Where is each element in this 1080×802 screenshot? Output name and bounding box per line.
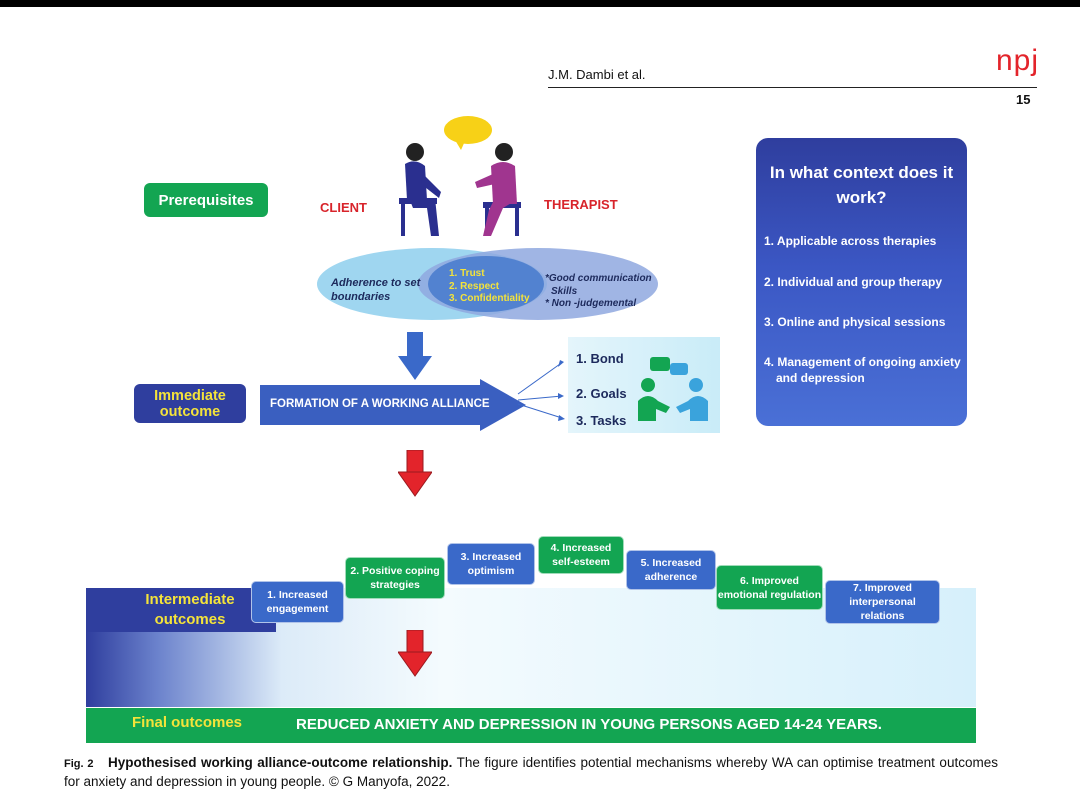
caption-title: Hypothesised working alliance-outcome re… <box>108 755 453 770</box>
working-alliance-label: FORMATION OF A WORKING ALLIANCE <box>270 398 490 410</box>
journal-logo: npj <box>996 44 1040 77</box>
client-label: CLIENT <box>320 200 367 215</box>
final-band <box>86 708 976 743</box>
intermediate-step: 5. Increased adherence <box>626 550 716 590</box>
intermediate-step: 2. Positive coping strategies <box>345 557 445 599</box>
context-title: In what context does it work? <box>769 163 954 207</box>
venn-center-item: 2. Respect <box>449 280 500 292</box>
venn-right-item: * Non -judgemental <box>545 298 637 309</box>
alliance-connector-arrows <box>517 360 565 421</box>
running-header-authors: J.M. Dambi et al. <box>548 67 646 82</box>
prerequisites-venn <box>317 248 658 320</box>
final-outcomes-text: REDUCED ANXIETY AND DEPRESSION IN YOUNG … <box>296 716 882 733</box>
prerequisites-label: Prerequisites <box>144 183 268 217</box>
venn-right-item: Skills <box>551 285 578 297</box>
down-arrow-red <box>398 450 432 497</box>
alliance-item-goals: 2. Goals <box>576 386 627 401</box>
page-number: 15 <box>1016 92 1031 107</box>
venn-right-item: *Good communication <box>545 273 652 284</box>
context-item: 2. Individual and group therapy <box>764 275 943 289</box>
context-item: 1. Applicable across therapies <box>764 234 937 248</box>
venn-center-text: 1. Trust 2. Respect 3. Confidentiality <box>449 268 530 306</box>
speech-bubble-icon <box>444 116 492 144</box>
header-rule <box>548 87 1037 88</box>
intermediate-step: 1. Increased engagement <box>251 581 344 623</box>
therapist-label: THERAPIST <box>544 197 618 212</box>
immediate-outcome-label: Immediate outcome <box>134 384 246 423</box>
intermediate-step: 6. Improved emotional regulation <box>716 565 823 610</box>
venn-center-item: 1. Trust <box>449 268 485 279</box>
context-item: 3. Online and physical sessions <box>764 315 946 329</box>
caption-fig-number: Fig. 2 <box>64 758 94 770</box>
collaboration-icon <box>638 357 708 421</box>
venn-center-item: 3. Confidentiality <box>449 293 530 304</box>
intermediate-step: 4. Increased self-esteem <box>538 536 624 574</box>
venn-right-text: *Good communication Skills * Non -judgem… <box>545 273 652 311</box>
alliance-item-tasks: 3. Tasks <box>576 413 627 428</box>
intermediate-outcomes-label: Intermediate outcomes <box>145 591 235 628</box>
client-therapist-illustration <box>399 116 521 236</box>
caption-text: The figure identifies potential mechanis… <box>64 755 998 789</box>
figure-caption: Fig. 2 Hypothesised working alliance-out… <box>64 754 998 790</box>
intermediate-step: 3. Increased optimism <box>447 543 535 585</box>
final-outcomes-label: Final outcomes <box>132 714 243 731</box>
context-panel: In what context does it work? 1. Applica… <box>756 138 967 426</box>
down-arrow-blue <box>398 332 432 380</box>
down-arrow-red <box>398 630 432 677</box>
intermediate-label-bg <box>86 588 276 632</box>
venn-left-text: Adherence to set boundaries <box>331 277 421 303</box>
working-alliance-arrow <box>260 379 526 431</box>
context-item: 4. Management of ongoing anxiety and dep… <box>764 355 961 385</box>
top-bar <box>0 0 1080 7</box>
alliance-item-bond: 1. Bond <box>576 351 624 366</box>
intermediate-step: 7. Improved interpersonal relations <box>825 580 940 624</box>
